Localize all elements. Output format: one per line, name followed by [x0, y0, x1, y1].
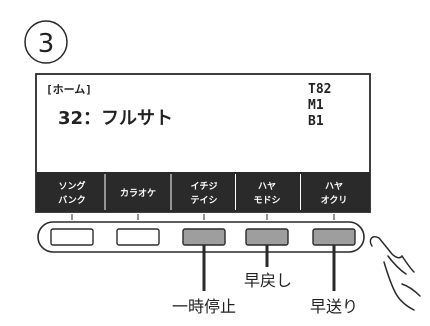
- softkey-label-line1: ソング: [58, 180, 85, 192]
- lcd-mode-label: [ホーム]: [46, 83, 92, 96]
- callout-rewind: 早戻し: [244, 271, 292, 290]
- button-4[interactable]: [245, 228, 289, 246]
- callout-lines: [202, 245, 336, 291]
- softkey-label-line2: テイシ: [190, 195, 217, 206]
- lcd-beat: B1: [308, 114, 324, 129]
- softkey-label-line1: ハヤ: [325, 181, 343, 192]
- lcd-tempo: T82: [308, 82, 331, 97]
- softkey-label-line1: イチジ: [190, 181, 217, 192]
- button-ticks: [71, 214, 335, 220]
- softkey-label-line2: オクリ: [321, 195, 348, 206]
- softkey-label-line2: モドシ: [253, 195, 280, 206]
- step-number: 3: [38, 29, 55, 59]
- lcd-song-line: 32：フルサト: [58, 108, 173, 129]
- button-2[interactable]: [116, 228, 160, 246]
- softkey-bar: [36, 172, 370, 212]
- button-row: [50, 228, 356, 246]
- button-1[interactable]: [50, 228, 94, 246]
- callout-fast-forward: 早送り: [310, 297, 358, 316]
- pointing-hand-icon: [369, 235, 421, 311]
- lcd-measure: M1: [308, 98, 324, 113]
- callout-pause: 一時停止: [172, 297, 236, 316]
- softkey-label-line1: ハヤ: [258, 181, 276, 192]
- button-5[interactable]: [312, 228, 356, 246]
- step-marker: 3: [24, 20, 68, 64]
- softkey-label-line2: バンク: [58, 195, 85, 206]
- softkey-label-line1: カラオケ: [120, 188, 156, 199]
- button-3[interactable]: [182, 228, 226, 246]
